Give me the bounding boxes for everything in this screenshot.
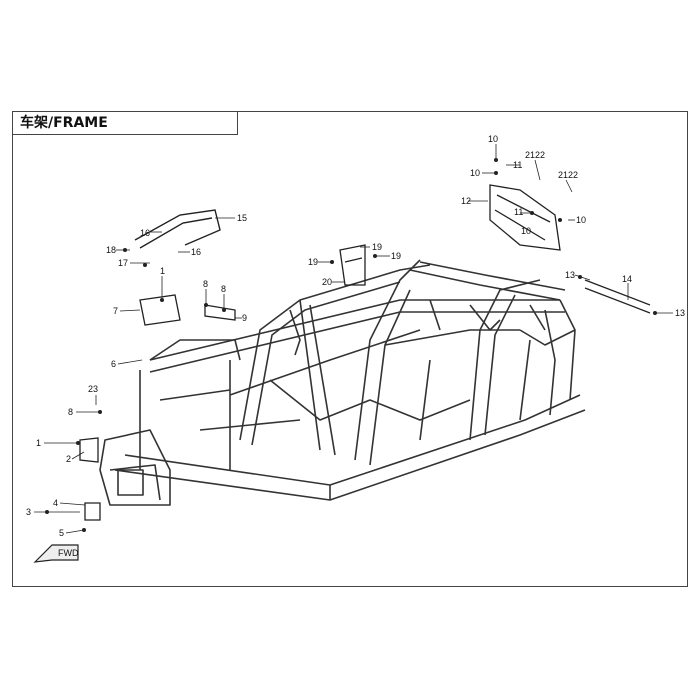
callout-8-b: 8 — [203, 279, 208, 289]
callout-19-a: 19 — [372, 242, 382, 252]
callout-16-a: 16 — [140, 228, 150, 238]
callout-10-b: 10 — [470, 168, 480, 178]
callout-12: 12 — [461, 196, 471, 206]
callout-1: 1 — [36, 438, 41, 448]
callout-3: 3 — [26, 507, 31, 517]
callout-8-a: 8 — [68, 407, 73, 417]
leader-lines — [34, 144, 673, 534]
part-2-bracket — [79, 437, 99, 463]
part-7-plate — [139, 294, 181, 326]
frame-structure — [99, 259, 586, 506]
callout-8-c: 8 — [221, 284, 226, 294]
part-14-rear-bar — [584, 279, 651, 314]
part-15-grab-bar — [134, 209, 221, 249]
part-4-bracket — [84, 502, 101, 521]
callout-10-a: 10 — [488, 134, 498, 144]
fasteners — [45, 158, 657, 532]
callout-11-b: 11 — [514, 207, 523, 217]
callout-21-b: 21 — [558, 170, 568, 180]
callout-15: 15 — [237, 213, 247, 223]
callout-19-c: 19 — [391, 251, 401, 261]
callout-13-b: 13 — [675, 308, 685, 318]
callout-17: 17 — [118, 258, 128, 268]
callout-10-d: 10 — [576, 215, 586, 225]
forward-arrow-icon: FWD — [33, 544, 79, 563]
callout-22-a: 22 — [535, 150, 545, 160]
callout-10-c: 10 — [521, 226, 531, 236]
callout-18: 18 — [106, 245, 116, 255]
callout-13-a: 13 — [565, 270, 575, 280]
callout-1-b: 1 — [160, 266, 165, 276]
fwd-label: FWD — [58, 548, 79, 558]
callout-4: 4 — [53, 498, 58, 508]
callout-23: 23 — [88, 384, 98, 394]
diagram-title: 车架/FRAME — [12, 111, 238, 135]
callout-20: 20 — [322, 277, 332, 287]
callout-6: 6 — [111, 359, 116, 369]
callout-19-b: 19 — [308, 257, 318, 267]
callout-22-b: 22 — [568, 170, 578, 180]
callout-5: 5 — [59, 528, 64, 538]
part-20-bracket — [339, 244, 366, 286]
callout-21-a: 21 — [525, 150, 535, 160]
callout-2: 2 — [66, 454, 71, 464]
diagram-border — [12, 111, 688, 587]
callout-labels: 1 2 3 4 5 6 7 8 8 8 9 10 10 10 10 11 11 … — [26, 134, 685, 538]
callout-11-a: 11 — [513, 160, 522, 170]
callout-14: 14 — [622, 274, 632, 284]
callout-7: 7 — [113, 306, 118, 316]
part-9-bracket — [204, 304, 236, 321]
callout-16-b: 16 — [191, 247, 201, 257]
part-12-rear-bracket — [489, 184, 561, 251]
callout-9: 9 — [242, 313, 247, 323]
